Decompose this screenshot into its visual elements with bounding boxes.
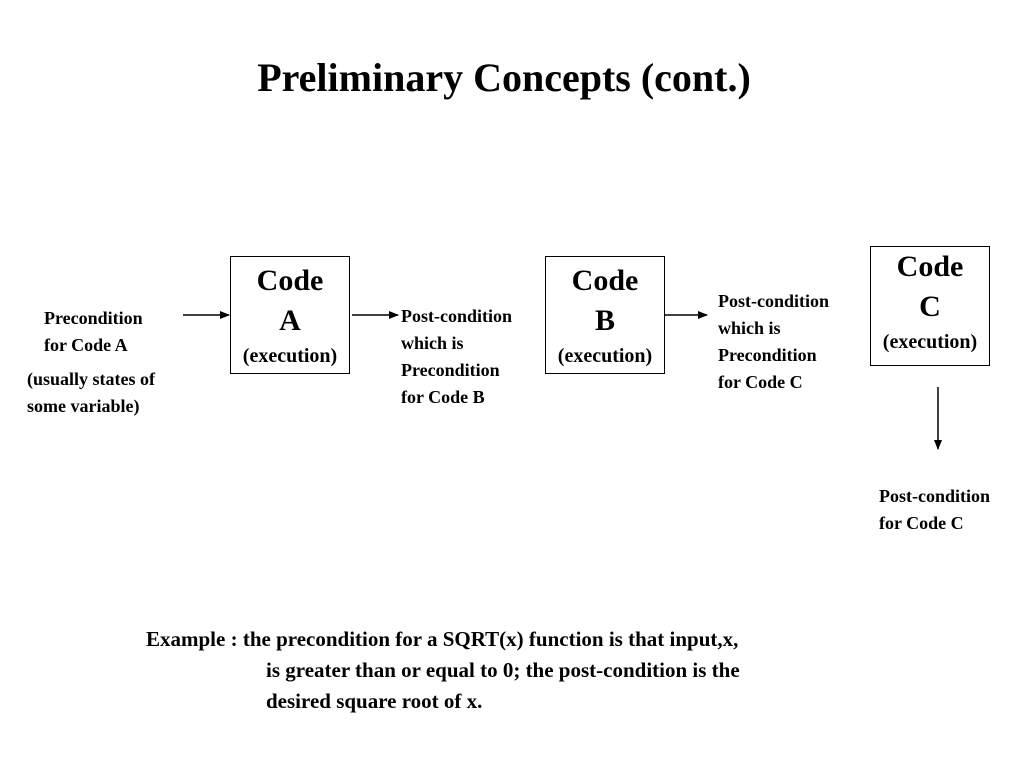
post-condition-c-line: Post-condition: [879, 486, 991, 506]
code-b-box: Code B (execution): [545, 256, 665, 374]
post-condition-b-line: for Code C: [718, 372, 803, 392]
example-text: Example : the precondition for a SQRT(x)…: [146, 624, 740, 717]
code-c-box: Code C (execution): [870, 246, 990, 366]
post-condition-a-line: which is: [401, 333, 464, 353]
code-c-line1: Code: [896, 250, 964, 283]
example-line: is greater than or equal to 0; the post-…: [266, 658, 740, 682]
post-condition-b-line: which is: [718, 318, 781, 338]
post-condition-c-line: for Code C: [879, 513, 964, 533]
precondition-note-label: (usually states of some variable): [27, 366, 155, 420]
example-line: Example : the precondition for a SQRT(x)…: [146, 627, 739, 651]
code-b-line1: Code: [571, 264, 639, 297]
precondition-note-line: some variable): [27, 396, 140, 416]
precondition-note-line: (usually states of: [27, 369, 156, 389]
post-condition-a-line: Precondition: [401, 360, 500, 380]
code-a-line2: A: [279, 304, 301, 337]
code-c-line2: C: [919, 290, 941, 323]
code-c-execution: (execution): [882, 331, 978, 353]
code-a-execution: (execution): [242, 345, 338, 367]
post-condition-b-line: Post-condition: [718, 291, 830, 311]
precondition-a-line: for Code A: [44, 335, 128, 355]
post-condition-b-label: Post-condition which is Precondition for…: [718, 288, 829, 396]
post-condition-a-line: for Code B: [401, 387, 485, 407]
code-b-execution: (execution): [557, 345, 653, 367]
code-a-line1: Code: [256, 264, 324, 297]
page-title: Preliminary Concepts (cont.): [257, 55, 751, 100]
precondition-a-label: Precondition for Code A: [44, 305, 143, 359]
precondition-a-line: Precondition: [44, 308, 143, 328]
post-condition-b-line: Precondition: [718, 345, 817, 365]
code-a-box: Code A (execution): [230, 256, 350, 374]
example-line: desired square root of x.: [266, 689, 483, 713]
post-condition-c-label: Post-condition for Code C: [879, 483, 990, 537]
code-b-line2: B: [594, 304, 615, 337]
post-condition-a-line: Post-condition: [401, 306, 513, 326]
post-condition-a-label: Post-condition which is Precondition for…: [401, 303, 512, 411]
